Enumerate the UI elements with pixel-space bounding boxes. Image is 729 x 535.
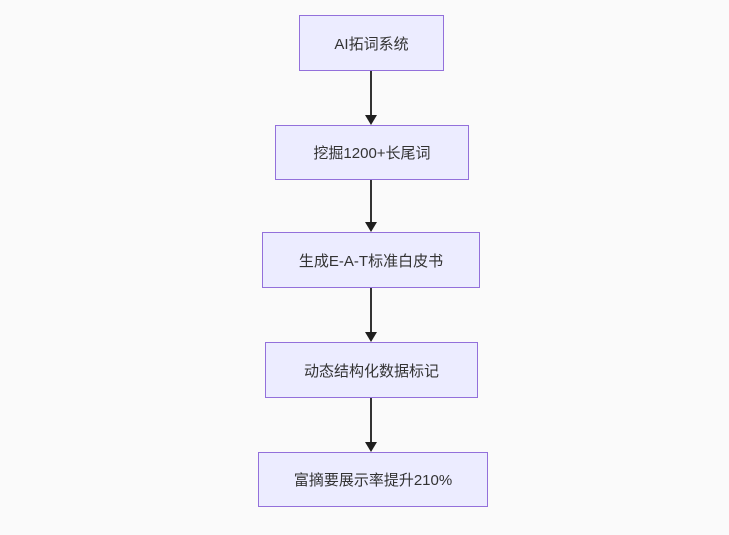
flow-arrow-4 <box>365 398 377 452</box>
flow-node-rich-snippet-result: 富摘要展示率提升210% <box>258 452 488 507</box>
flow-arrow-1 <box>365 71 377 125</box>
flow-node-ai-keyword-system: AI拓词系统 <box>299 15 444 71</box>
flow-node-label: AI拓词系统 <box>334 35 409 53</box>
flow-arrow-3 <box>365 288 377 342</box>
arrow-line <box>370 180 372 223</box>
flow-node-label: 动态结构化数据标记 <box>303 362 439 380</box>
arrow-down-icon <box>365 442 377 452</box>
flow-node-label: 富摘要展示率提升210% <box>293 472 453 489</box>
arrow-line <box>370 398 372 443</box>
arrow-down-icon <box>365 222 377 232</box>
arrow-line <box>370 71 372 116</box>
flow-node-label: 挖掘1200+长尾词 <box>313 145 431 162</box>
flow-node-structured-data-markup: 动态结构化数据标记 <box>265 342 478 398</box>
arrow-line <box>370 288 372 333</box>
arrow-down-icon <box>365 332 377 342</box>
flow-node-longtail-mining: 挖掘1200+长尾词 <box>275 125 469 180</box>
flow-node-eat-whitepaper: 生成E-A-T标准白皮书 <box>262 232 480 288</box>
flow-node-label: 生成E-A-T标准白皮书 <box>298 252 444 270</box>
flow-arrow-2 <box>365 180 377 232</box>
arrow-down-icon <box>365 115 377 125</box>
